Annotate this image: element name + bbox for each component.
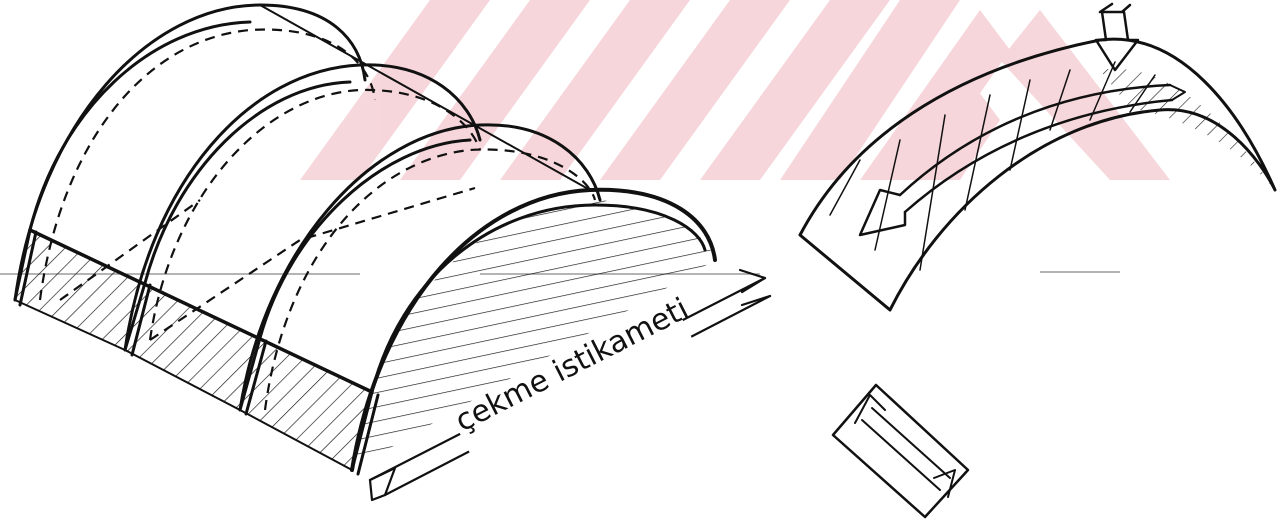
load-arrow: [1096, 4, 1138, 70]
floor-bay-3: [240, 338, 372, 470]
barrel-vault-drawing: çekme istikameti: [15, 5, 770, 500]
arrowhead-left: [370, 468, 395, 500]
arch-2-inner: [145, 82, 350, 283]
watermark-logo: [300, 0, 1170, 180]
tension-element-drawing: [833, 385, 968, 517]
floor-bay-1: [15, 230, 145, 350]
stress-arrowhead: [860, 190, 905, 235]
